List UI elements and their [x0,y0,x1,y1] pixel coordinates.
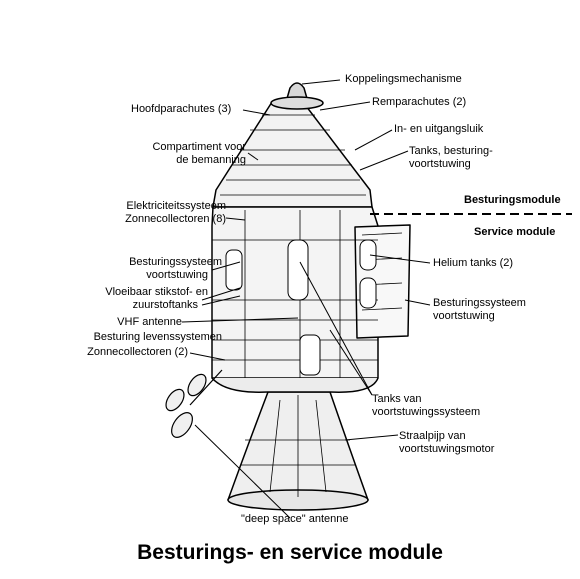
label-levenssystemen: Besturing levenssystemen [93,331,222,343]
label-vhf-antenne: VHF antenne [117,316,182,328]
label-besturingssysteem-r-1: Besturingssysteem [433,297,526,309]
label-helium-tanks: Helium tanks (2) [433,257,514,269]
label-luik: In- en uitgangsluik [394,123,484,135]
label-elektriciteitssysteem-2: Zonnecollectoren (8) [125,213,226,225]
label-besturingssysteem-l-2: voortstuwing [146,269,208,281]
label-tanks-besturing-1: Tanks, besturing- [409,145,493,157]
label-straalpijp-1: Straalpijp van [399,430,466,442]
label-vloeibaar-1: Vloeibaar stikstof- en [105,286,208,298]
label-remparachutes: Remparachutes (2) [372,96,467,108]
docking-ring [270,96,324,110]
label-deep-space-antenne: "deep space" antenne [241,513,349,525]
label-hoofdparachutes: Hoofdparachutes (3) [131,103,232,115]
label-vloeibaar-2: zuurstoftanks [132,299,198,311]
label-elektriciteitssysteem-1: Elektriciteitssysteem [126,200,226,212]
label-compartiment-2: de bemanning [176,154,246,166]
label-service-module: Service module [474,226,556,238]
label-besturingssysteem-r-2: voortstuwing [433,310,495,322]
label-besturingssysteem-l-1: Besturingssysteem [129,256,222,268]
label-tanks-voortstuwing-2: voortstuwingssysteem [372,406,481,418]
label-besturingsmodule: Besturingsmodule [464,194,561,206]
label-koppelingsmechanisme: Koppelingsmechanisme [345,73,462,85]
label-tanks-voortstuwing-1: Tanks van [372,393,422,405]
label-tanks-besturing-2: voortstuwing [409,158,471,170]
label-compartiment-1: Compartiment voor [152,141,246,153]
diagram-title: Besturings- en service module [137,541,443,564]
deep-space-antenna [165,369,223,438]
label-zonnecollectoren-2: Zonnecollectoren (2) [87,346,188,358]
label-straalpijp-2: voortstuwingsmotor [399,443,495,455]
